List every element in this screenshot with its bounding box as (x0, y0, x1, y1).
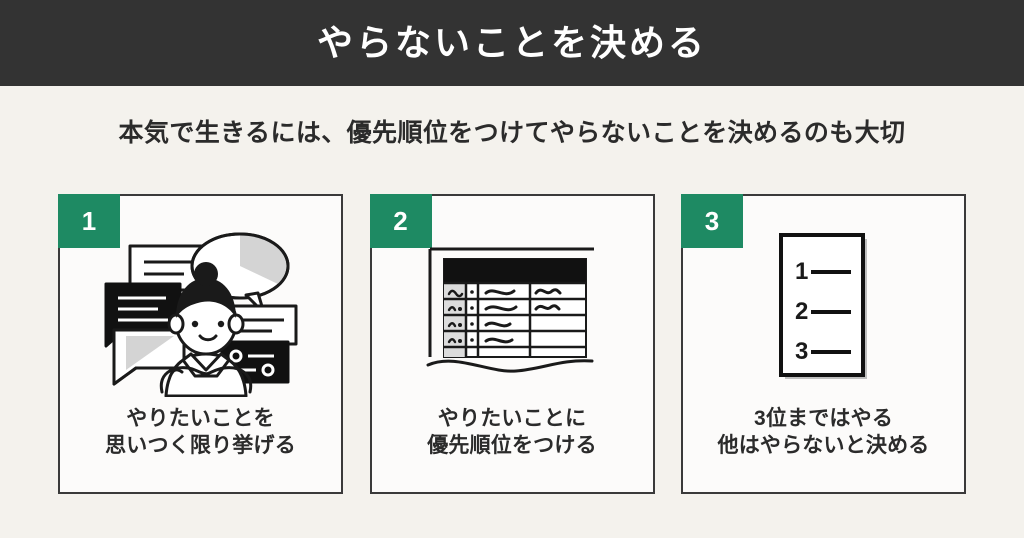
step-badge-2: 2 (369, 194, 432, 248)
step-caption-1: やりたいことを 思いつく限り挙げる (60, 405, 341, 460)
doc-list-number-3: 3 (795, 338, 808, 365)
step-card-3: 3 1 2 3 (681, 194, 966, 494)
doc-list-number-2: 2 (795, 298, 808, 325)
spreadsheet-table-icon (372, 214, 653, 404)
step-badge-3: 3 (681, 194, 743, 248)
step-caption-2: やりたいことに 優先順位をつける (372, 405, 653, 460)
doc-list-number-1: 1 (795, 258, 808, 285)
subtitle-text: 本気で生きるには、優先順位をつけてやらないことを決めるのも大切 (118, 119, 906, 147)
step-badge-label-1: 1 (81, 206, 97, 236)
header-bar: やらないことを決める (0, 0, 1024, 86)
page-title: やらないことを決める (316, 22, 707, 63)
steps-card-row: 1 (58, 194, 966, 496)
step-caption-2-line1: やりたいことに (437, 406, 587, 430)
step-badge-1: 1 (58, 194, 120, 248)
step-caption-3-line1: 3位まではやる (753, 406, 894, 430)
step-caption-2-line2: 優先順位をつける (427, 434, 597, 458)
step-caption-1-line1: やりたいことを (126, 406, 275, 430)
step-card-2: 2 (369, 194, 655, 494)
step-caption-3-line2: 他はやらないと決める (717, 434, 930, 458)
step-badge-label-3: 3 (704, 206, 720, 236)
person-with-speech-bubbles-icon (60, 214, 341, 404)
step-card-1: 1 (58, 194, 343, 494)
numbered-list-document-icon: 1 2 3 (683, 214, 964, 404)
step-caption-1-line2: 思いつく限り挙げる (105, 434, 296, 458)
step-caption-3: 3位まではやる 他はやらないと決める (683, 405, 964, 460)
step-badge-label-2: 2 (393, 206, 408, 236)
